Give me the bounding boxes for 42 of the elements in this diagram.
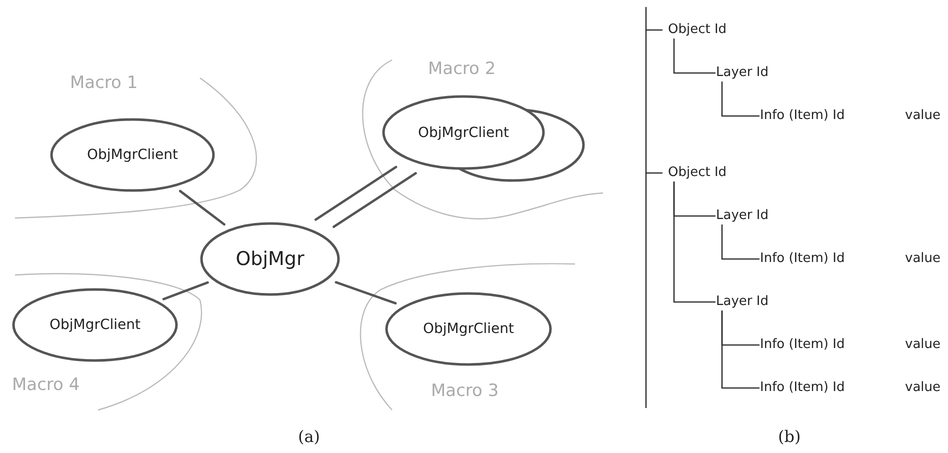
tree-item-label: Layer Id [716, 64, 768, 82]
tree-item-label: Layer Id [716, 293, 768, 311]
tree-connector [645, 29, 663, 31]
panel-caption: (b) [778, 428, 801, 446]
node-label: ObjMgrClient [86, 147, 178, 163]
tree-item-label: Object Id [668, 164, 727, 182]
tree-item-label: Info (Item) Id [760, 250, 845, 268]
value-label: value [905, 336, 941, 354]
tree-item-label: Info (Item) Id [760, 336, 845, 354]
tree-connector [645, 172, 663, 174]
tree-item-label: Info (Item) Id [760, 107, 845, 125]
tree-item-label: Object Id [668, 21, 727, 39]
node-label: ObjMgrClient [49, 317, 141, 333]
panel-caption: (a) [298, 428, 320, 446]
tree-connector [673, 38, 716, 74]
tree-connector [673, 181, 716, 303]
tree-connector [721, 81, 760, 117]
tree-trunk-line [645, 7, 647, 408]
tree-item-label: Layer Id [716, 207, 768, 225]
connector-line [178, 190, 226, 226]
ellipse-node [50, 118, 215, 192]
node-label: ObjMgrClient [418, 124, 510, 140]
value-label: value [905, 379, 941, 397]
tree-connector [721, 224, 760, 260]
connector-line [162, 281, 209, 300]
ellipse-node [385, 292, 552, 366]
ellipse-node [12, 288, 178, 362]
tree-item-label: Info (Item) Id [760, 379, 845, 397]
stacked-ellipse-node [382, 95, 585, 182]
node-label: ObjMgr [236, 248, 304, 270]
connector-line [314, 166, 398, 221]
value-label: value [905, 107, 941, 125]
connector-line [332, 172, 417, 228]
tree-connector [721, 310, 760, 389]
connector-line [334, 281, 397, 304]
region-label: Macro 1 [70, 74, 138, 92]
region-label: Macro 2 [428, 60, 496, 78]
value-label: value [905, 250, 941, 268]
region-label: Macro 4 [12, 376, 80, 394]
region-label: Macro 3 [431, 382, 499, 400]
ellipse-node [200, 222, 340, 296]
node-label: ObjMgrClient [422, 321, 514, 337]
